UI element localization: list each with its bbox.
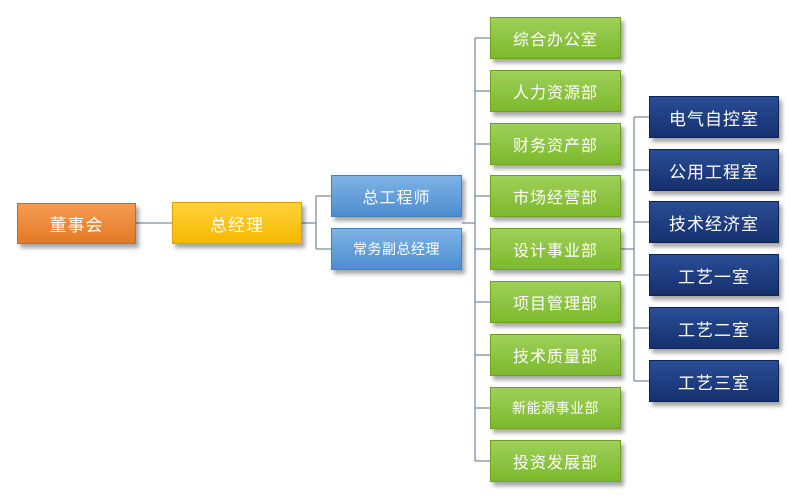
office-node-electrical-control: 电气自控室 (649, 96, 779, 138)
general-manager-node: 总经理 (172, 202, 302, 244)
chief-engineer-node: 总工程师 (331, 175, 462, 217)
department-node-project-management: 项目管理部 (490, 281, 621, 323)
office-node-process-1: 工艺一室 (649, 254, 779, 296)
department-node-technical-quality: 技术质量部 (490, 334, 621, 376)
department-node-hr: 人力资源部 (490, 70, 621, 112)
executive-deputy-gm-node: 常务副总经理 (331, 228, 462, 270)
department-node-finance: 财务资产部 (490, 123, 621, 165)
department-node-general-office: 综合办公室 (490, 17, 621, 59)
department-node-investment: 投资发展部 (490, 440, 621, 482)
board-node: 董事会 (17, 203, 136, 244)
office-node-technical-economics: 技术经济室 (649, 201, 779, 243)
office-node-process-2: 工艺二室 (649, 307, 779, 349)
department-node-design: 设计事业部 (490, 228, 621, 270)
department-node-new-energy: 新能源事业部 (490, 387, 621, 429)
department-node-marketing: 市场经营部 (490, 175, 621, 217)
office-node-process-3: 工艺三室 (649, 360, 779, 402)
office-node-utility-engineering: 公用工程室 (649, 149, 779, 191)
